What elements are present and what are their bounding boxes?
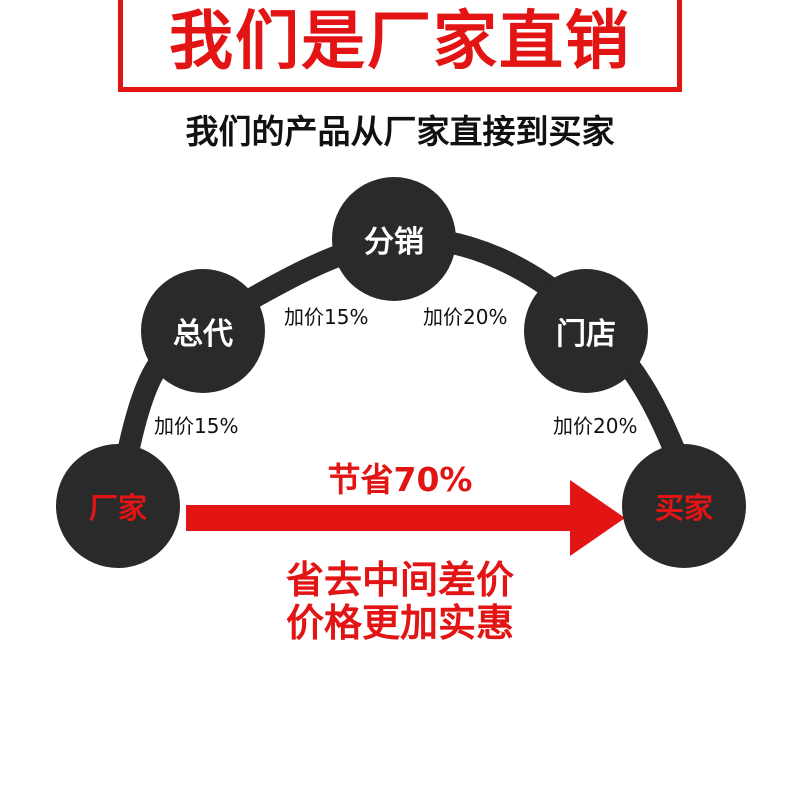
subtitle: 我们的产品从厂家直接到买家: [185, 112, 615, 151]
tagline-line2: 价格更加实惠: [285, 601, 514, 645]
node-buyer: 买家: [622, 444, 746, 568]
markup-distribution-to-store: 加价20%: [423, 305, 508, 329]
node-factory: 厂家: [56, 444, 180, 568]
markup-agent-to-distribution: 加价15%: [284, 305, 369, 329]
node-distribution-label: 分销: [364, 225, 424, 260]
savings-arrow: [186, 480, 625, 556]
banner-title: 我们是厂家直销: [169, 5, 631, 79]
savings-label: 节省70%: [327, 460, 473, 499]
markup-factory-to-agent: 加价15%: [154, 414, 239, 438]
node-distribution: 分销: [332, 177, 456, 301]
title-banner: 我们是厂家直销: [118, 0, 682, 92]
node-buyer-label: 买家: [654, 491, 713, 525]
tagline-line1: 省去中间差价: [285, 558, 514, 602]
markup-store-to-buyer: 加价20%: [553, 414, 638, 438]
node-agent-label: 总代: [173, 317, 233, 352]
node-store: 门店: [524, 269, 648, 393]
node-agent: 总代: [141, 269, 265, 393]
node-factory-label: 厂家: [88, 491, 147, 525]
node-store-label: 门店: [556, 317, 616, 352]
